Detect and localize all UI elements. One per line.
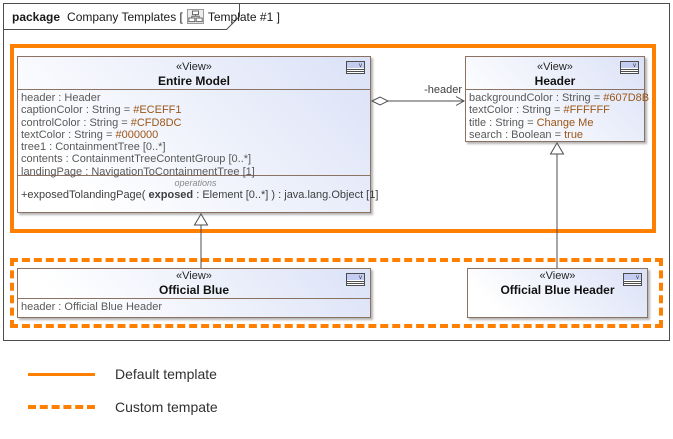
class-header[interactable]: «View» Header v backgroundColor : String…	[465, 56, 650, 142]
stereotype: «View»	[539, 270, 576, 282]
attribute-row: landingPage : NavigationToContainmentTre…	[21, 165, 255, 178]
legend-dashed-line	[28, 405, 95, 409]
attribute-row: search : Boolean = true	[469, 128, 584, 141]
association-role-label: -header	[424, 84, 462, 96]
svg-text:v: v	[359, 63, 362, 69]
class-name: Entire Model	[157, 74, 230, 88]
class-title: «View» Official Blue Header v	[468, 269, 647, 298]
operation-row: +exposedTolandingPage( exposed : Element…	[21, 189, 379, 201]
svg-text:v: v	[636, 275, 639, 281]
stereotype: «View»	[537, 61, 573, 73]
class-official-blue-header[interactable]: «View» Official Blue Header v	[467, 268, 648, 318]
legend-label-default: Default template	[115, 366, 217, 382]
package-keyword: package	[12, 9, 61, 24]
attributes-compartment: header : Header captionColor : String = …	[18, 89, 370, 178]
attribute-row: backgroundColor : String = #607D8B	[469, 92, 650, 104]
stereotype: «View»	[176, 270, 212, 282]
class-official-blue[interactable]: «View» Official Blue v header : Official…	[17, 268, 371, 318]
generalization-official-blue-header[interactable]	[549, 142, 565, 268]
attribute-row: tree1 : ContainmentTree [0..*]	[21, 141, 166, 154]
operations-compartment: operations +exposedTolandingPage( expose…	[18, 175, 379, 202]
package-tab[interactable]	[3, 3, 243, 31]
legend-label-custom: Custom tempate	[115, 399, 218, 415]
package-frame	[3, 3, 670, 341]
attribute-row: controlColor : String = #CFD8DC	[21, 116, 182, 129]
attribute-row: header : Official Blue Header	[21, 301, 163, 313]
class-title: «View» Header v	[466, 57, 644, 89]
attribute-row: title : String = Change Me	[469, 116, 594, 129]
operations-label: operations	[174, 178, 217, 188]
class-name: Official Blue Header	[500, 283, 615, 297]
svg-text:v: v	[359, 275, 362, 281]
view-icon: v	[620, 61, 639, 74]
package-tab-label: package Company Templates [ Template #1 …	[12, 9, 280, 24]
attributes-compartment: backgroundColor : String = #607D8B textC…	[466, 89, 650, 141]
attribute-row: captionColor : String = #ECEFF1	[21, 104, 182, 117]
attribute-row: textColor : String = #000000	[21, 128, 159, 141]
diagram-ref: Template #1 ]	[207, 9, 280, 24]
class-title: «View» Entire Model v	[18, 57, 370, 89]
custom-template-region[interactable]	[10, 258, 663, 328]
class-name: Official Blue	[158, 283, 229, 297]
view-icon: v	[623, 273, 642, 286]
association-header[interactable]	[370, 96, 466, 106]
legend-solid-line	[28, 373, 95, 376]
view-icon: v	[346, 61, 365, 74]
default-template-region[interactable]	[10, 44, 656, 233]
class-diagram-icon	[186, 9, 204, 24]
package-name: Company Templates [	[67, 9, 183, 24]
svg-text:v: v	[633, 63, 636, 69]
generalization-official-blue[interactable]	[193, 213, 209, 268]
class-title: «View» Official Blue v	[18, 269, 370, 298]
attribute-row: textColor : String = #FFFFFF	[469, 104, 610, 117]
attribute-row: header : Header	[21, 92, 101, 104]
class-entire-model[interactable]: «View» Entire Model v header : Header ca…	[17, 56, 379, 213]
class-name: Header	[534, 74, 576, 88]
attribute-row: contents : ContainmentTreeContentGroup […	[21, 153, 252, 166]
view-icon: v	[346, 273, 365, 286]
stereotype: «View»	[176, 61, 212, 73]
attributes-compartment: header : Official Blue Header	[18, 298, 370, 313]
